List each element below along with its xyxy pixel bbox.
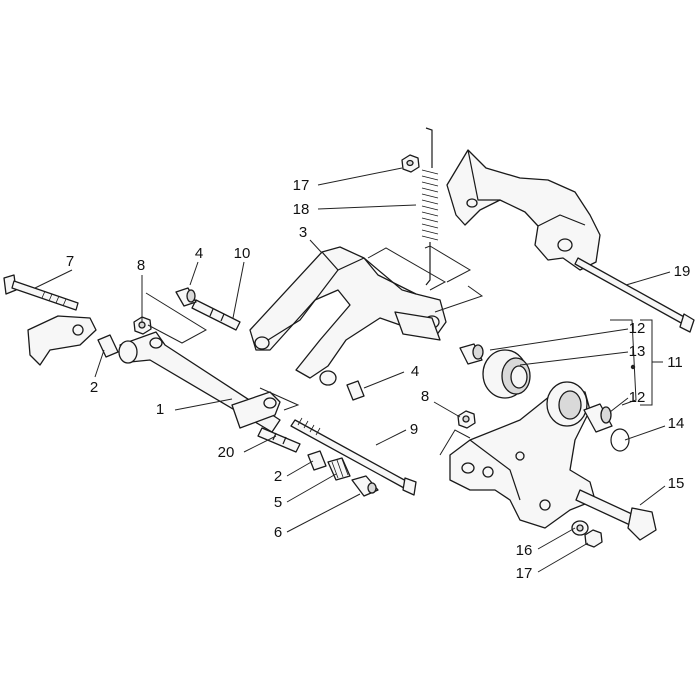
callout-label-c9: 9 (410, 421, 418, 438)
callout-leader-c5 (286, 473, 337, 503)
callout-label-c6: 6 (274, 524, 282, 541)
callout-leader-c9 (375, 429, 407, 446)
callout-label-c2a: 2 (90, 379, 98, 396)
callout-leader-c20 (243, 435, 277, 453)
callout-label-c2b: 2 (274, 468, 282, 485)
pin-10 (191, 299, 241, 331)
bushing-5 (327, 457, 351, 481)
frame-bracket (446, 149, 601, 271)
callout-leader-c17a (317, 167, 403, 186)
bracket-7 (27, 315, 97, 366)
callout-leader-c17b (537, 542, 589, 573)
callout-leader-c7 (34, 269, 73, 289)
callout-label-c8b: 8 (421, 388, 429, 405)
callout-leader-c4a (189, 261, 199, 286)
callout-label-c4b: 4 (411, 363, 419, 380)
callout-leader-c13 (519, 351, 629, 366)
callout-leader-c19 (625, 271, 671, 286)
nut-6 (351, 475, 379, 497)
shaft-1 (118, 331, 281, 433)
callout-leader-c1 (174, 398, 233, 411)
bolt-15 (575, 489, 657, 541)
bushing-12-lower (583, 403, 613, 433)
callout-leader-c4b (363, 371, 405, 389)
bushing-2-lower (307, 450, 327, 471)
bushing-12-upper (459, 343, 484, 365)
callout-label-c12b: 12 (629, 389, 646, 406)
nut-8-right (457, 410, 476, 429)
callout-label-c17b: 17 (516, 565, 533, 582)
callout-leader-c16 (537, 527, 576, 550)
washer-16 (571, 520, 589, 536)
pin-20 (257, 427, 301, 453)
callout-label-c18: 18 (293, 201, 310, 218)
callout-label-c5: 5 (274, 494, 282, 511)
bushing-4-upper (175, 287, 197, 307)
bushing-4-lower (346, 380, 365, 401)
callout-label-c13: 13 (629, 343, 646, 360)
callout-label-c1: 1 (156, 401, 164, 418)
nut-8-left (133, 316, 152, 335)
long-bolt-19 (574, 257, 695, 333)
callout-leader-c6 (286, 493, 361, 533)
callout-label-c10: 10 (234, 245, 251, 262)
callout-label-c3: 3 (299, 224, 307, 241)
swing-arm-3 (249, 246, 447, 386)
callout-label-c15: 15 (668, 475, 685, 492)
callout-leader-c12b (609, 397, 629, 413)
bolt-9 (290, 417, 417, 496)
bushing-2-left (97, 334, 119, 358)
nut-17-bottom (584, 529, 603, 548)
callout-label-c8a: 8 (137, 257, 145, 274)
callout-label-c20: 20 (218, 444, 235, 461)
callout-label-c16: 16 (516, 542, 533, 559)
bolt-7 (3, 274, 79, 311)
callout-label-c19: 19 (674, 263, 691, 280)
callout-label-c11: 11 (667, 354, 683, 371)
callout-leader-c10 (232, 261, 245, 319)
callout-leader-c8b (433, 401, 461, 418)
callout-label-c7: 7 (66, 253, 74, 270)
callout-leader-c15 (639, 485, 666, 506)
spring-18 (421, 127, 439, 286)
callout-leader-c14 (624, 425, 666, 441)
bracket-11 (449, 381, 596, 529)
callout-leader-c3 (309, 239, 323, 254)
callout-11-dot (630, 364, 636, 370)
callout-label-c14: 14 (668, 415, 685, 432)
callout-leader-c2a (94, 349, 105, 378)
callout-label-c17a: 17 (293, 177, 310, 194)
callout-leader-c2b (286, 460, 314, 477)
callout-label-c4a: 4 (195, 245, 203, 262)
callout-label-c12a: 12 (629, 320, 646, 337)
callout-leader-c12a (489, 328, 629, 351)
circlip-14 (610, 428, 630, 452)
nut-17-top (401, 154, 420, 173)
bearing-13 (482, 349, 531, 399)
callout-leader-c18 (317, 204, 417, 210)
